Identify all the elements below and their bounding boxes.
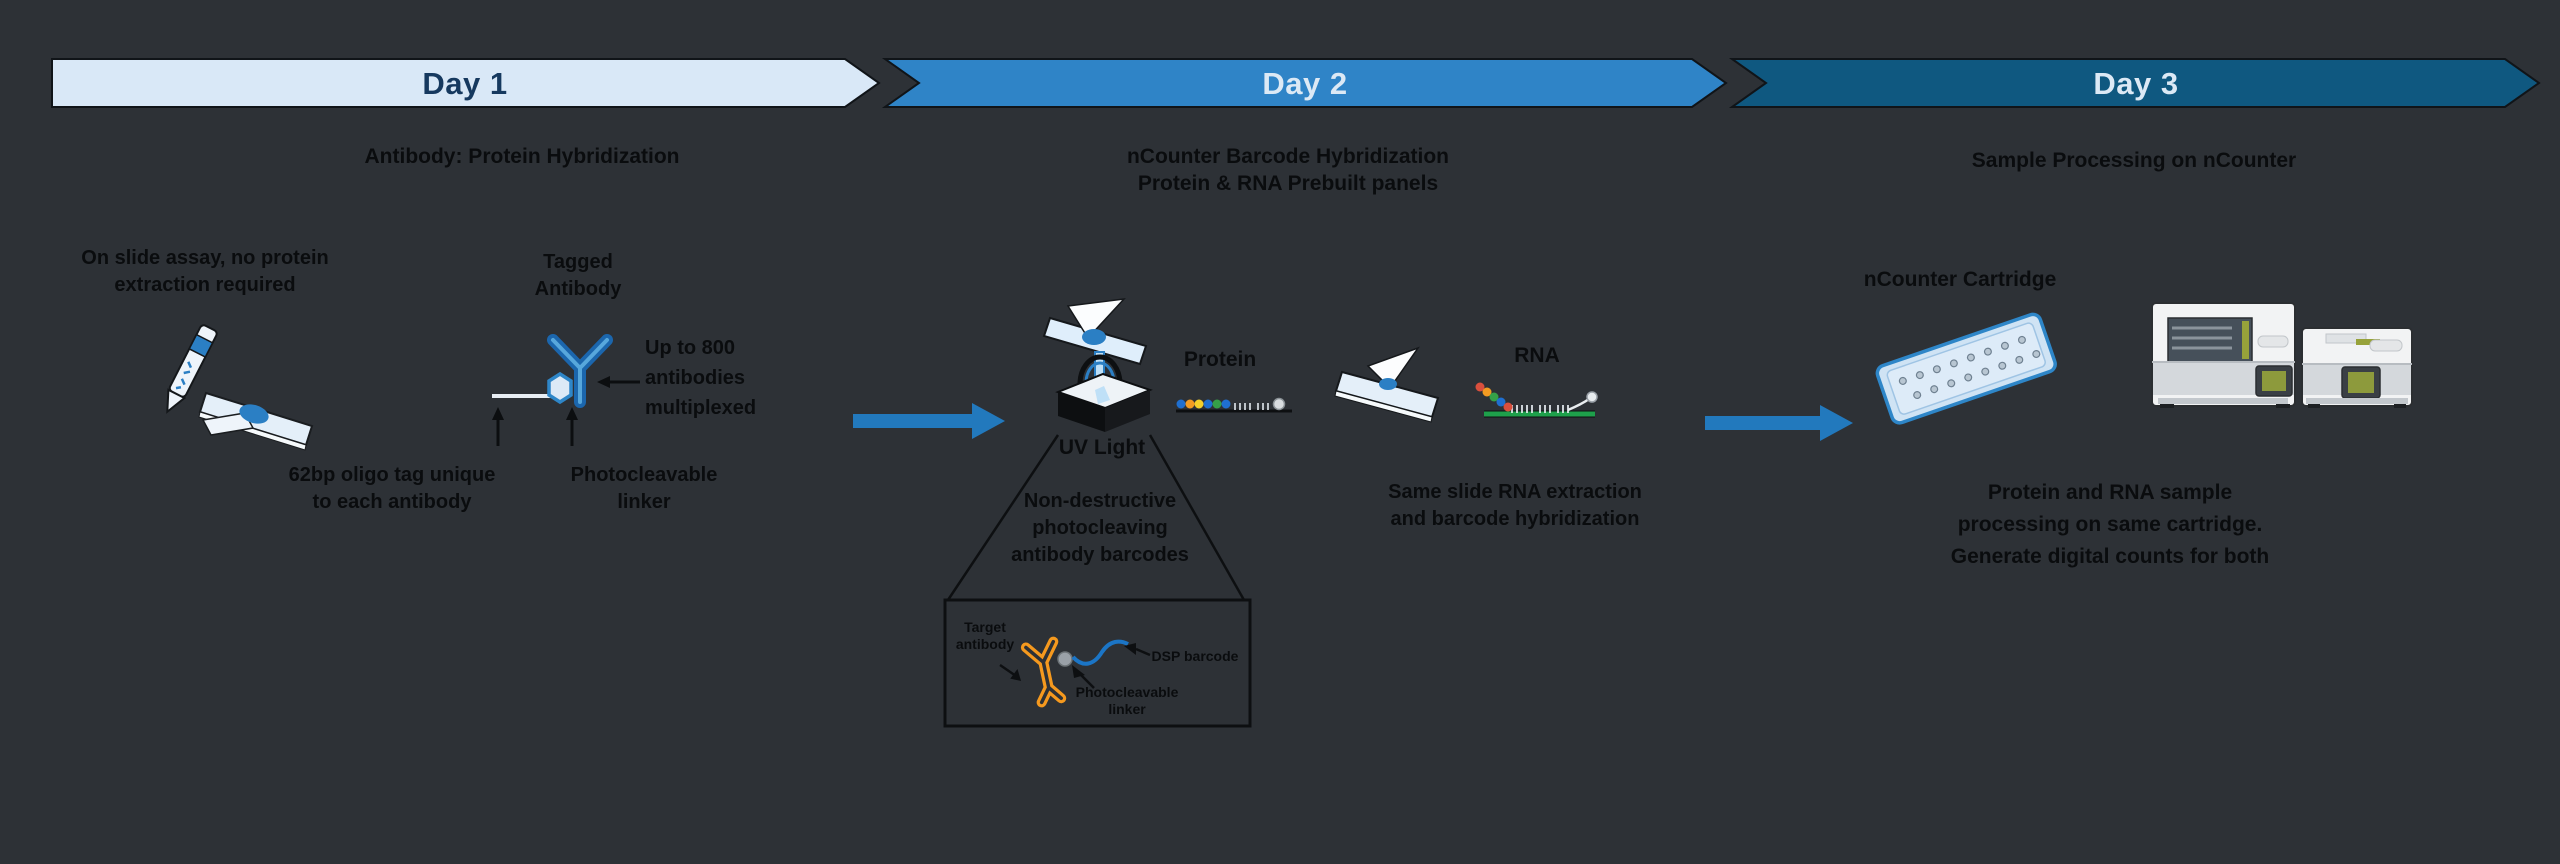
day1-slide-note: On slide assay, no protein extraction re… bbox=[81, 247, 329, 296]
flow-arrow-2 bbox=[1705, 405, 1853, 441]
dsp-barcode-icon bbox=[1071, 639, 1129, 666]
dsp-barcode-pointer-arrow bbox=[1124, 643, 1151, 657]
target-antibody-pointer-arrow bbox=[999, 663, 1022, 681]
rna-strand-icon bbox=[1475, 382, 1598, 418]
day1-subtitle: Antibody: Protein Hybridization bbox=[364, 145, 680, 168]
protein-barcode-icon bbox=[1176, 397, 1292, 413]
day3-processing-note: Protein and RNA sample processing on sam… bbox=[1950, 481, 2270, 568]
uv-light-icon bbox=[1042, 298, 1153, 432]
target-antibody-label: Target antibody bbox=[955, 619, 1015, 652]
oligo-tag-label: 62bp oligo tag unique to each antibody bbox=[288, 464, 496, 513]
tagged-antibody-label: Tagged Antibody bbox=[534, 251, 622, 300]
dsp-barcode-label: DSP barcode bbox=[1151, 648, 1239, 664]
uv-light-label: UV Light bbox=[1058, 436, 1146, 459]
rna-slide-icon bbox=[1334, 346, 1440, 423]
rna-label: RNA bbox=[1514, 344, 1560, 367]
multiplex-note: Up to 800 antibodies multiplexed bbox=[645, 337, 757, 419]
day3-subtitle: Sample Processing on nCounter bbox=[1971, 149, 2297, 172]
flow-arrow-1 bbox=[853, 403, 1005, 439]
multiplex-pointer-arrow bbox=[597, 376, 640, 388]
photocleavable-linker-icon bbox=[1057, 651, 1073, 667]
linker-pointer-arrow bbox=[566, 407, 578, 446]
target-antibody-icon bbox=[1020, 636, 1067, 708]
day3-banner-arrow bbox=[1728, 58, 2541, 108]
cartridge-label: nCounter Cartridge bbox=[1863, 268, 2057, 291]
day1-banner-arrow bbox=[51, 58, 881, 108]
photocleaving-note: Non-destructive photocleaving antibody b… bbox=[1011, 490, 1189, 566]
photocleaving-callout bbox=[943, 434, 1252, 728]
slide-pipette-icon bbox=[166, 324, 314, 451]
day2-banner-arrow bbox=[881, 58, 1728, 108]
day1-photocleavable-label: Photocleavable linker bbox=[570, 464, 718, 513]
tagged-antibody-icon bbox=[492, 334, 640, 446]
day3-banner-label: Day 3 bbox=[2093, 66, 2179, 101]
oligo-tag-pointer-arrow bbox=[492, 407, 504, 446]
day2-subtitle: nCounter Barcode Hybridization Protein &… bbox=[1126, 145, 1450, 195]
ncounter-digital-analyzer-icon bbox=[2301, 327, 2413, 408]
ncounter-cartridge-icon bbox=[1875, 312, 2057, 425]
protein-label: Protein bbox=[1183, 348, 1257, 371]
inset-antibody-diagram bbox=[999, 636, 1151, 708]
inset-photocleavable-label: Photocleavable linker bbox=[1075, 684, 1179, 717]
linker-inset-pointer-arrow bbox=[1072, 665, 1095, 689]
ncounter-prep-station-icon bbox=[2151, 302, 2296, 408]
same-slide-note: Same slide RNA extraction and barcode hy… bbox=[1388, 481, 1642, 530]
day1-banner-label: Day 1 bbox=[422, 66, 508, 101]
day2-banner-label: Day 2 bbox=[1262, 66, 1348, 101]
